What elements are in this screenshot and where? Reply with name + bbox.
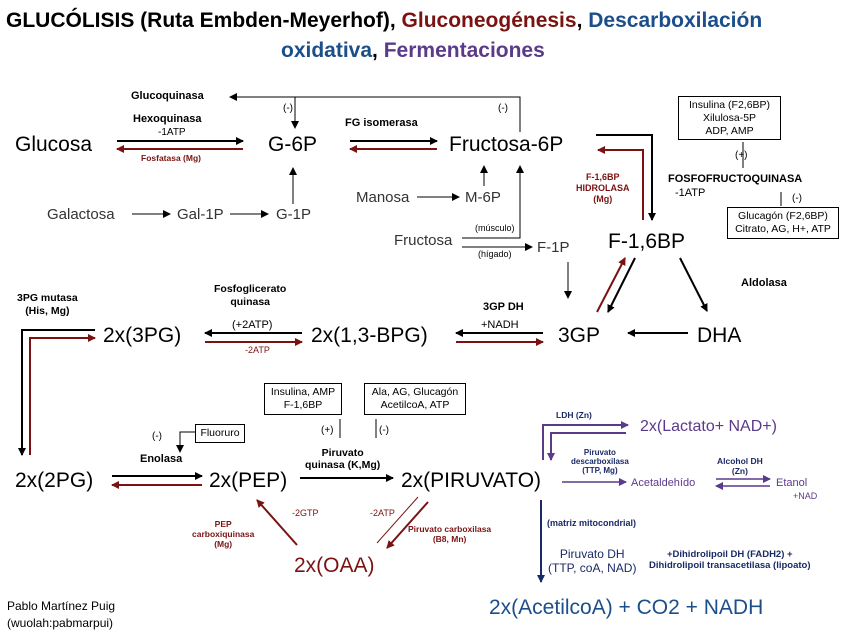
node-f-16bp: F-1,6BP <box>608 230 686 253</box>
label-atp-2: -1ATP <box>675 187 706 199</box>
arrow-oaa-pep <box>256 499 298 546</box>
arrow-piruvato-oaa <box>386 501 429 549</box>
title-oxidative: oxidativa <box>281 39 373 62</box>
label-matriz: (matriz mitocondrial) <box>547 518 637 528</box>
node-oaa: 2x(OAA) <box>294 554 375 577</box>
label-musculo: (músculo) <box>475 223 515 233</box>
label-piruvato-dh: Piruvato DH (TTP, coA, NAD) <box>548 547 637 576</box>
node-g6p: G-6P <box>268 133 318 156</box>
label-3pg-mutasa: 3PG mutasa (His, Mg) <box>17 292 78 318</box>
node-3gp: 3GP <box>558 324 601 347</box>
regulator-box-pk-inhibitors: Ala, AG, Glucagón AcetilcoA, ATP <box>364 383 466 415</box>
label-hexoquinasa: Hexoquinasa <box>133 113 202 125</box>
label-gtp-2: -2GTP <box>292 508 319 518</box>
node-fructosa: Fructosa <box>394 232 453 249</box>
node-galactosa: Galactosa <box>47 206 115 223</box>
arrow-f16bp-dha <box>679 257 708 312</box>
node-glucosa: Glucosa <box>15 133 93 156</box>
label-higado: (hígado) <box>478 249 512 259</box>
arrow-f6p-f16bp <box>596 134 656 221</box>
title-sep-2: , <box>372 39 378 62</box>
node-2pg: 2x(2PG) <box>15 469 94 492</box>
label-enolasa: Enolasa <box>140 453 183 465</box>
arrow-piruvato-lactato <box>542 421 629 460</box>
arrow-f16bp-3gp <box>607 257 636 313</box>
arrow-3gp-f16bp <box>596 257 626 313</box>
title-decarboxylation: Descarboxilación <box>588 9 763 32</box>
node-f-1p: F-1P <box>537 239 570 256</box>
title-fermentations: Fermentaciones <box>383 39 545 62</box>
label-atp-plus-2: (+2ATP) <box>232 319 273 331</box>
label-atp-2b: -2ATP <box>370 508 395 518</box>
title-glycolysis: GLUCÓLISIS (Ruta Embden-Meyerhof), <box>6 9 396 32</box>
label-minus-2: (-) <box>498 103 508 114</box>
node-dha: DHA <box>697 324 742 347</box>
title-gluconeogenesis: Gluconeogénesis <box>401 9 577 32</box>
arrow-f16bp-f6p <box>597 146 644 220</box>
node-lactato: 2x(Lactato+ NAD+) <box>640 418 777 435</box>
node-manosa: Manosa <box>356 189 410 206</box>
node-13-bpg: 2x(1,3-BPG) <box>311 324 428 347</box>
label-nadh: +NADH <box>481 319 519 331</box>
node-etanol: Etanol <box>776 477 808 489</box>
label-fg-isomerasa: FG isomerasa <box>345 117 418 129</box>
label-fosfofructoquinasa: FOSFOFRUCTOQUINASA <box>668 173 803 185</box>
regulator-box-activators: Insulina (F2,6BP) Xilulosa-5P ADP, AMP <box>678 96 781 141</box>
node-m-6p: M-6P <box>465 189 501 206</box>
title-line-2: oxidativa, Fermentaciones <box>281 40 545 61</box>
label-glucoquinasa: Glucoquinasa <box>131 90 204 102</box>
node-fructosa-6p: Fructosa-6P <box>449 133 564 156</box>
arrow-2pg-3pg <box>29 334 96 455</box>
label-minus-3: (-) <box>792 193 802 204</box>
label-piruvato-quinasa: Piruvato quinasa (K,Mg) <box>305 447 381 472</box>
label-dihidrolipoil: +Dihidrolipoil DH (FADH2) + Dihidrolipoi… <box>649 549 811 572</box>
regulator-box-pk-activators: Insulina, AMP F-1,6BP <box>264 383 342 415</box>
title-sep-1: , <box>576 9 583 32</box>
label-3gp-dh: 3GP DH <box>483 301 524 313</box>
node-piruvato: 2x(PIRUVATO) <box>401 469 542 492</box>
node-gal-1p: Gal-1P <box>177 206 224 223</box>
label-piruvato-descarboxilasa: Piruvato descarboxilasa (TTP, Mg) <box>571 448 629 476</box>
label-minus-4: (-) <box>152 431 162 442</box>
node-3pg: 2x(3PG) <box>103 324 182 347</box>
node-acetilcoa: 2x(AcetilcoA) + CO2 + NADH <box>489 596 764 619</box>
label-pep-carboxiquinasa: PEP carboxiquinasa (Mg) <box>192 519 255 550</box>
label-plus-1: (+) <box>735 150 748 161</box>
arrow-glucoquinasa-inhibition <box>229 93 521 132</box>
node-nad: +NAD <box>793 491 818 501</box>
label-minus-5: (-) <box>379 425 389 436</box>
fluoruro-box: Fluoruro <box>195 424 245 443</box>
label-fosfoglicerato-quinasa: Fosfoglicerato quinasa <box>214 283 287 308</box>
node-pep: 2x(PEP) <box>209 469 288 492</box>
regulator-box-inhibitors: Glucagón (F2,6BP) Citrato, AG, H+, ATP <box>727 207 839 239</box>
label-aldolasa: Aldolasa <box>741 277 787 289</box>
arrow-3pg-2pg <box>18 329 95 456</box>
label-fosfatasa: Fosfatasa (Mg) <box>141 153 201 163</box>
label-f16bp-hidrolasa: F-1,6BP HIDROLASA (Mg) <box>576 172 630 204</box>
label-atp-1: -1ATP <box>158 127 186 138</box>
node-acetaldehido: Acetaldehído <box>631 477 696 489</box>
credit-author: Pablo Martínez Puig <box>7 599 116 613</box>
credit-handle: (wuolah:pabmarpui) <box>7 616 114 630</box>
label-atp-minus-2: -2ATP <box>245 345 270 355</box>
title-line-1: GLUCÓLISIS (Ruta Embden-Meyerhof), Gluco… <box>6 10 762 31</box>
node-g-1p: G-1P <box>276 206 312 223</box>
label-plus-2: (+) <box>321 425 334 436</box>
label-minus-1: (-) <box>283 103 293 114</box>
label-alcohol-dh: Alcohol DH (Zn) <box>717 456 763 476</box>
label-piruvato-carboxilasa: Piruvato carboxilasa (B8, Mn) <box>408 524 492 545</box>
label-ldh: LDH (Zn) <box>556 410 592 420</box>
